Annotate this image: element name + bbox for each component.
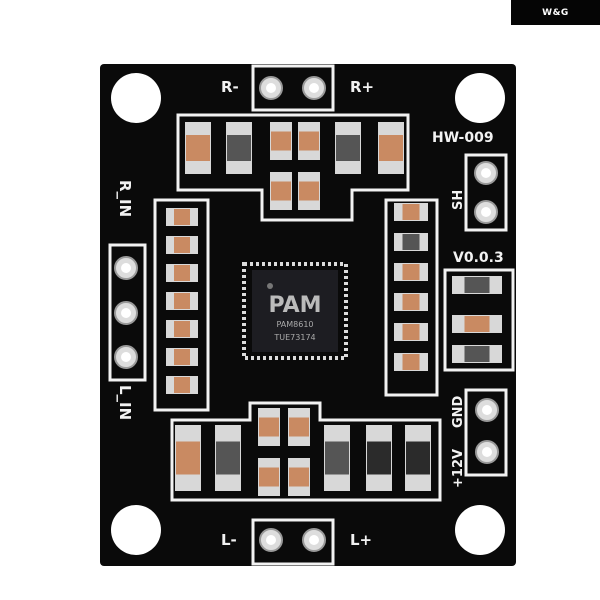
smd-part (258, 458, 280, 496)
label-12v: +12V (451, 449, 466, 488)
chip-lot-code: TUE73174 (273, 333, 315, 342)
label-version: V0.0.3 (453, 250, 504, 266)
smd-part (288, 458, 310, 496)
smd-part (394, 293, 428, 311)
label-sh: SH (451, 190, 466, 210)
label-l-in: L_IN (116, 385, 134, 420)
smd-part (335, 122, 361, 174)
smd-part (166, 292, 198, 310)
silkscreen-outlines (108, 64, 515, 566)
smd-part (166, 236, 198, 254)
smd-part (452, 345, 502, 363)
smd-part (166, 348, 198, 366)
smd-part (166, 376, 198, 394)
smd-part (175, 425, 201, 491)
smd-part (298, 122, 320, 160)
smd-part (270, 172, 292, 210)
smd-part (215, 425, 241, 491)
smd-part (258, 408, 280, 446)
smd-part (298, 172, 320, 210)
smd-part (166, 208, 198, 226)
amplifier-chip: PAM PAM8610 TUE73174 (242, 262, 348, 360)
smd-part (394, 263, 428, 281)
label-r-in: R_IN (116, 180, 134, 217)
smd-part (324, 425, 350, 491)
smd-part (394, 203, 428, 221)
label-gnd: GND (451, 395, 466, 428)
smd-part (378, 122, 404, 174)
label-r-plus: R+ (350, 78, 374, 96)
watermark-text: W&G (542, 7, 569, 18)
smd-part (452, 315, 502, 333)
chip-logo: PAM (268, 293, 321, 318)
smd-part (405, 425, 431, 491)
smd-part (394, 233, 428, 251)
smd-components (166, 122, 502, 496)
label-l-plus: L+ (350, 531, 372, 549)
smd-part (366, 425, 392, 491)
label-l-minus: L- (221, 531, 237, 549)
smd-part (452, 276, 502, 294)
smd-part (185, 122, 211, 174)
smd-part (288, 408, 310, 446)
header-pads (114, 76, 499, 552)
mounting-holes (111, 73, 505, 555)
smd-part (166, 264, 198, 282)
smd-part (166, 320, 198, 338)
label-r-minus: R- (221, 78, 239, 96)
watermark-logo: W&G (511, 0, 600, 25)
chip-part-number: PAM8610 (276, 320, 313, 329)
label-model: HW-009 (432, 130, 494, 146)
smd-part (226, 122, 252, 174)
smd-part (394, 353, 428, 371)
smd-part (270, 122, 292, 160)
smd-part (394, 323, 428, 341)
